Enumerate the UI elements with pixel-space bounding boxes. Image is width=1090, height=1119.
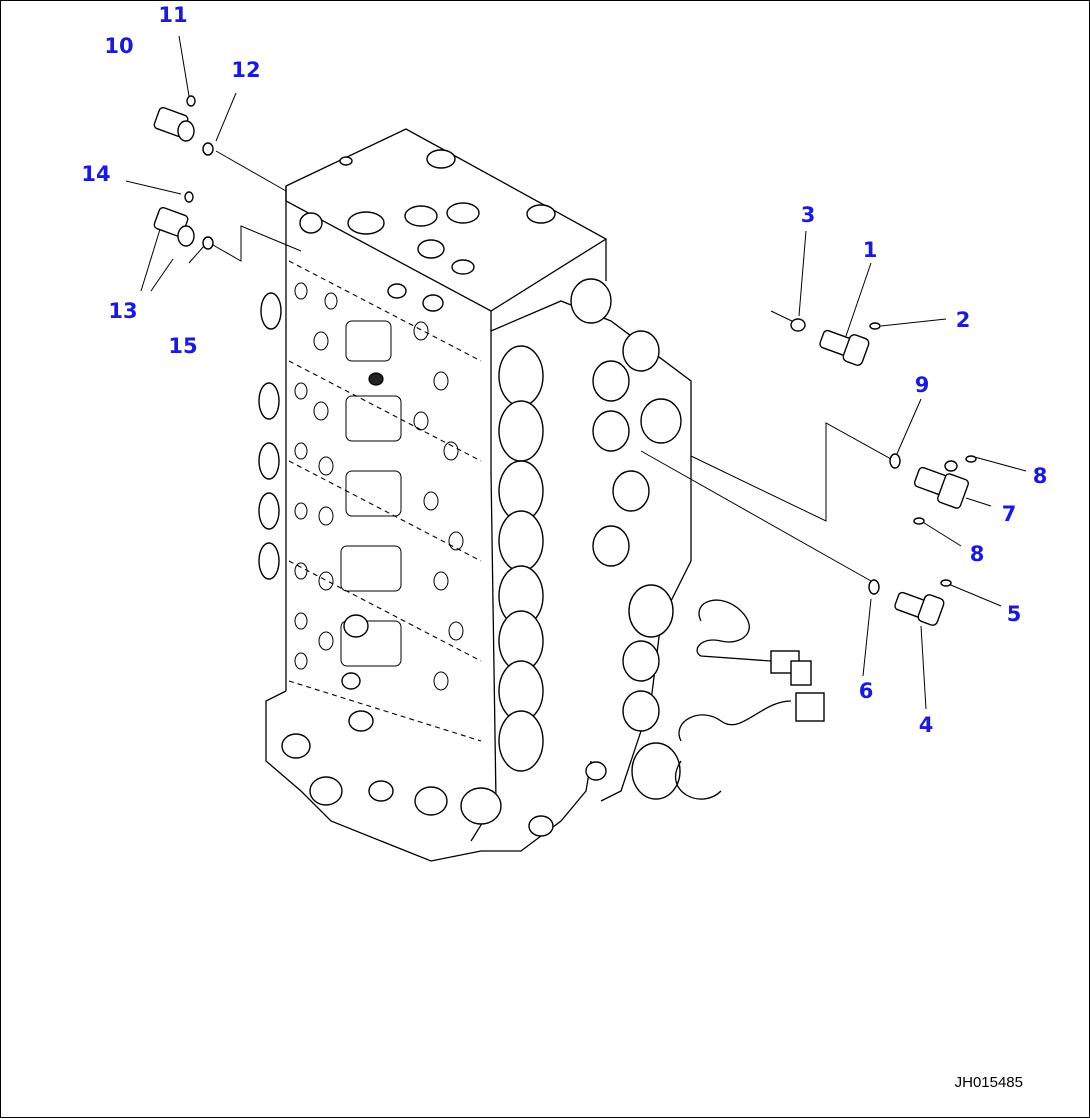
callout-numbers: 1 2 3 4 5 6 7 8 8 9 10 11 12 13 14 15 — [81, 3, 1047, 737]
o-ring-2 — [869, 322, 881, 330]
callout-12: 12 — [231, 58, 260, 82]
o-ring-3 — [790, 318, 806, 332]
callout-10: 10 — [104, 34, 133, 58]
callout-1: 1 — [863, 238, 878, 262]
elbow-fitting-4 — [894, 591, 945, 626]
callout-13: 13 — [108, 299, 137, 323]
o-ring-8b — [913, 517, 925, 525]
o-ring-15 — [202, 236, 214, 250]
o-ring-6 — [868, 579, 880, 595]
tee-fitting-7 — [913, 460, 969, 509]
fitting-13 — [153, 206, 195, 247]
callout-6: 6 — [859, 679, 874, 703]
callout-9: 9 — [915, 373, 930, 397]
callout-4: 4 — [919, 713, 934, 737]
callout-7: 7 — [1002, 502, 1017, 526]
o-ring-8a — [965, 455, 977, 463]
callout-8a: 8 — [1033, 464, 1048, 488]
drawing-code: JH015485 — [955, 1074, 1023, 1091]
callout-8b: 8 — [970, 542, 985, 566]
callout-5: 5 — [1007, 602, 1022, 626]
callout-3: 3 — [801, 203, 816, 227]
control-valve-body — [258, 128, 825, 862]
callout-2: 2 — [956, 308, 971, 332]
o-ring-11 — [186, 95, 196, 107]
leader-lines — [125, 35, 1027, 710]
callout-15: 15 — [168, 334, 197, 358]
o-ring-12 — [202, 142, 214, 156]
o-ring-5 — [940, 579, 952, 587]
callout-14: 14 — [81, 162, 110, 186]
o-ring-9 — [889, 453, 901, 469]
o-ring-14 — [184, 191, 194, 203]
elbow-fitting-1 — [819, 329, 870, 366]
callout-11: 11 — [158, 3, 187, 27]
fitting-10 — [153, 106, 195, 142]
